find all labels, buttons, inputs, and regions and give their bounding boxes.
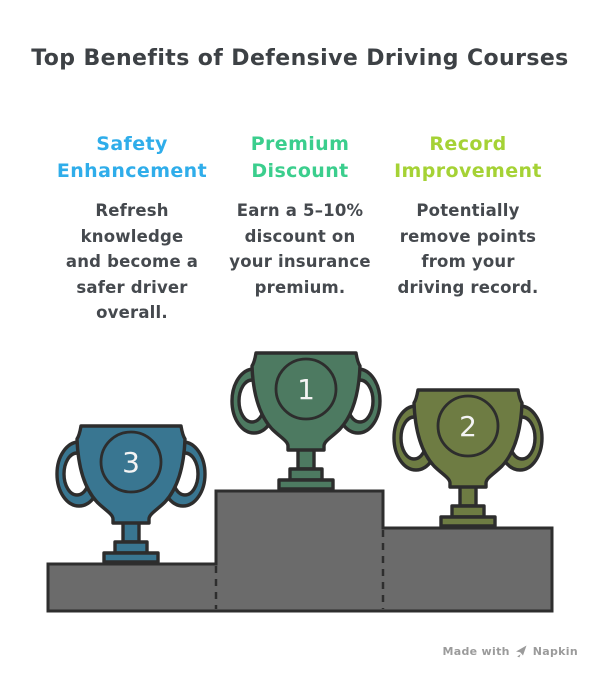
page-title: Top Benefits of Defensive Driving Course… <box>31 46 569 71</box>
benefit-columns: Safety Enhancement Refresh knowledge and… <box>48 131 552 326</box>
napkin-logo-icon <box>515 645 527 658</box>
column-body: Refresh knowledge and become a safer dri… <box>65 201 199 322</box>
trophy-first-place: 1 <box>230 351 382 491</box>
napkin-brand-label: Napkin <box>532 645 578 658</box>
column-record-improvement: Record Improvement Potentially remove po… <box>384 131 552 326</box>
made-with-label: Made with <box>442 645 510 658</box>
trophy-badge-circle <box>274 357 338 421</box>
trophy-base <box>277 478 335 491</box>
trophy-base <box>439 515 497 528</box>
trophy-third-place: 3 <box>55 424 207 564</box>
column-safety-enhancement: Safety Enhancement Refresh knowledge and… <box>48 131 216 326</box>
podium-steps <box>46 489 554 613</box>
column-body: Earn a 5–10% discount on your insurance … <box>229 201 371 297</box>
rank-number-2: 2 <box>459 410 477 443</box>
trophy-badge-circle <box>436 394 500 458</box>
made-with-napkin-credit[interactable]: Made with Napkin <box>443 645 579 658</box>
column-heading: Premium Discount <box>250 133 350 182</box>
column-premium-discount: Premium Discount Earn a 5–10% discount o… <box>216 131 384 326</box>
column-body: Potentially remove points from your driv… <box>397 201 539 297</box>
rank-number-1: 1 <box>297 373 315 406</box>
column-heading: Record Improvement <box>394 133 542 182</box>
trophy-base <box>102 551 160 564</box>
trophy-badge-circle <box>99 430 163 494</box>
trophy-second-place: 2 <box>392 388 544 528</box>
column-heading: Safety Enhancement <box>56 133 208 182</box>
rank-number-3: 3 <box>122 446 140 479</box>
